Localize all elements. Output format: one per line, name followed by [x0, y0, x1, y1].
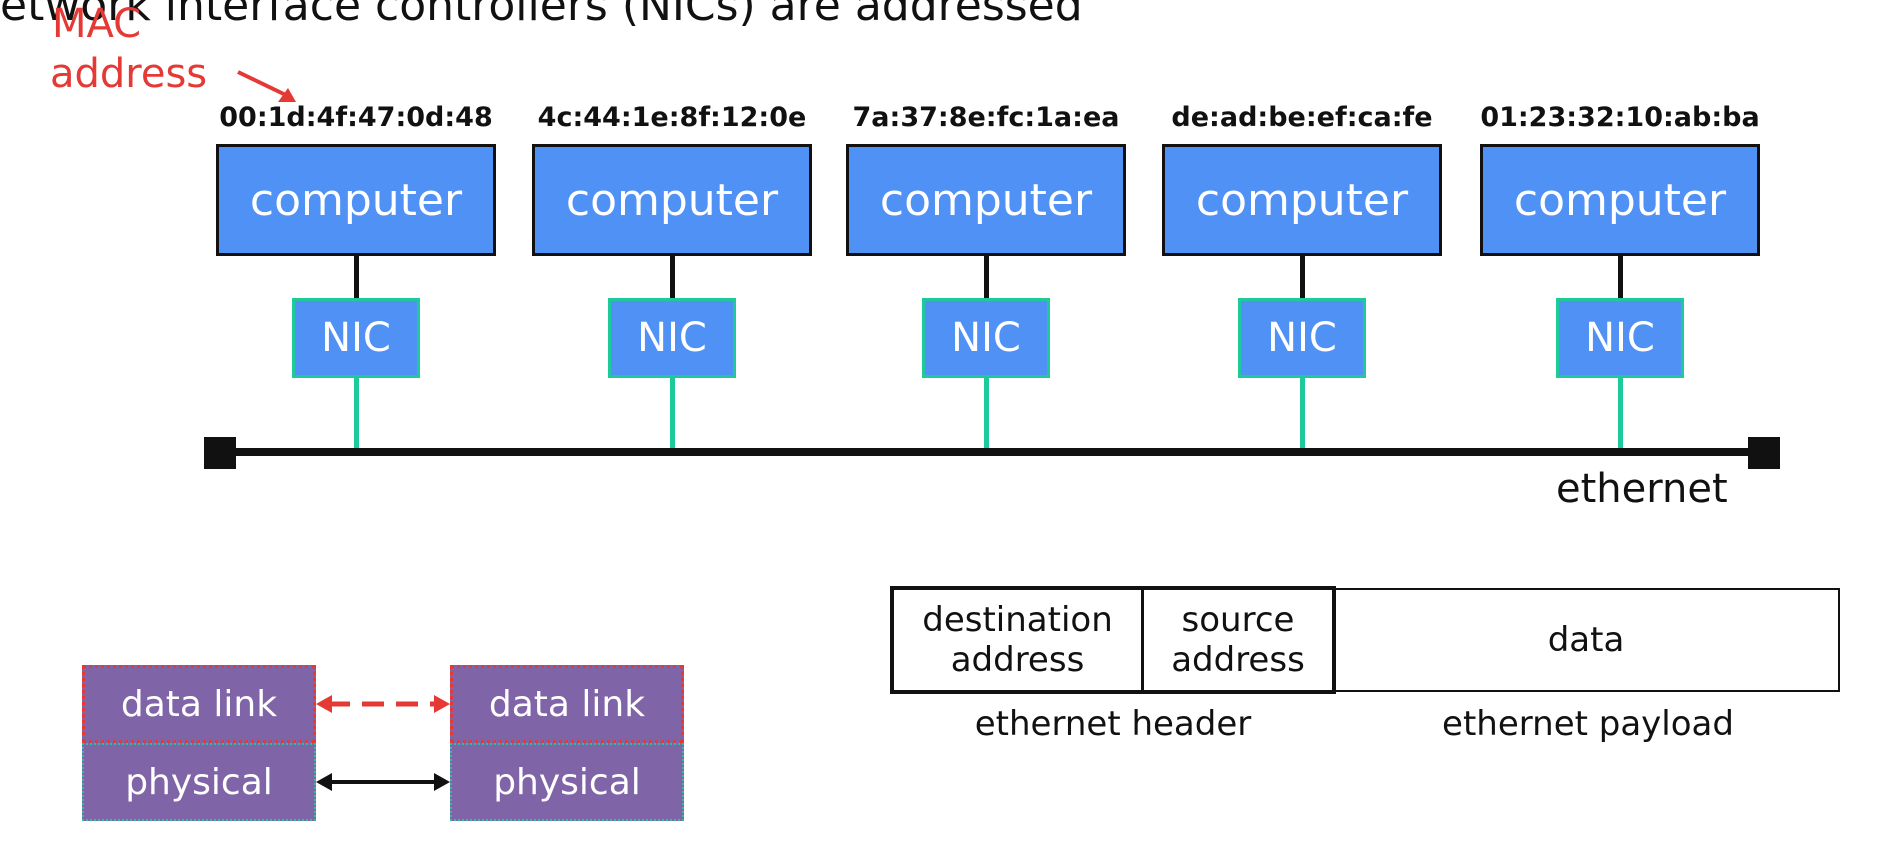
computer-box: computer [1480, 144, 1760, 256]
computer-box: computer [216, 144, 496, 256]
mac-address-label: de:ad:be:ef:ca:fe [1171, 102, 1433, 133]
frame-destination-cell: destination address [894, 590, 1144, 690]
ethernet-label: ethernet [1556, 466, 1728, 512]
ethernet-bus [206, 448, 1778, 456]
computer-box: computer [532, 144, 812, 256]
frame-header-box: destination address source address [890, 586, 1336, 694]
computer-box: computer [846, 144, 1126, 256]
mac-address-label: 01:23:32:10:ab:ba [1480, 102, 1760, 133]
nic-box: NIC [608, 298, 736, 378]
nic-bus-connector [1618, 378, 1623, 448]
computer-nic-connector [670, 256, 675, 298]
nic-bus-connector [354, 378, 359, 448]
computer-nic-connector [1300, 256, 1305, 298]
nic-box: NIC [922, 298, 1050, 378]
bus-terminator-right [1748, 437, 1780, 469]
mac-address-label: 00:1d:4f:47:0d:48 [219, 102, 493, 133]
nic-bus-connector [670, 378, 675, 448]
computer-nic-connector [984, 256, 989, 298]
physical-link-arrow [316, 773, 450, 791]
left-data-link-layer: data link [82, 665, 316, 743]
frame-payload-box: data [1332, 588, 1840, 692]
right-physical-layer: physical [450, 743, 684, 821]
annotation-arrow [237, 70, 296, 102]
frame-data-cell: data [1547, 620, 1625, 660]
computer-box: computer [1162, 144, 1442, 256]
nic-box: NIC [1238, 298, 1366, 378]
left-physical-layer: physical [82, 743, 316, 821]
frame-source-cell: source address [1171, 600, 1305, 680]
right-data-link-layer: data link [450, 665, 684, 743]
mac-address-label: 7a:37:8e:fc:1a:ea [852, 102, 1120, 133]
ethernet-header-label: ethernet header [974, 704, 1252, 744]
ethernet-payload-label: ethernet payload [1442, 704, 1734, 744]
nic-bus-connector [1300, 378, 1305, 448]
nic-box: NIC [1556, 298, 1684, 378]
nic-bus-connector [984, 378, 989, 448]
computer-nic-connector [354, 256, 359, 298]
mac-annotation-line2: address [50, 51, 208, 97]
nic-box: NIC [292, 298, 420, 378]
computer-nic-connector [1618, 256, 1623, 298]
bus-terminator-left [204, 437, 236, 469]
mac-address-label: 4c:44:1e:8f:12:0e [537, 102, 807, 133]
mac-annotation-line1: MAC [52, 1, 142, 47]
layer-arrows [316, 695, 450, 791]
slide-title: etwork interface controllers (NICs) are … [0, 0, 1083, 31]
data-link-peer-arrow [316, 695, 450, 713]
